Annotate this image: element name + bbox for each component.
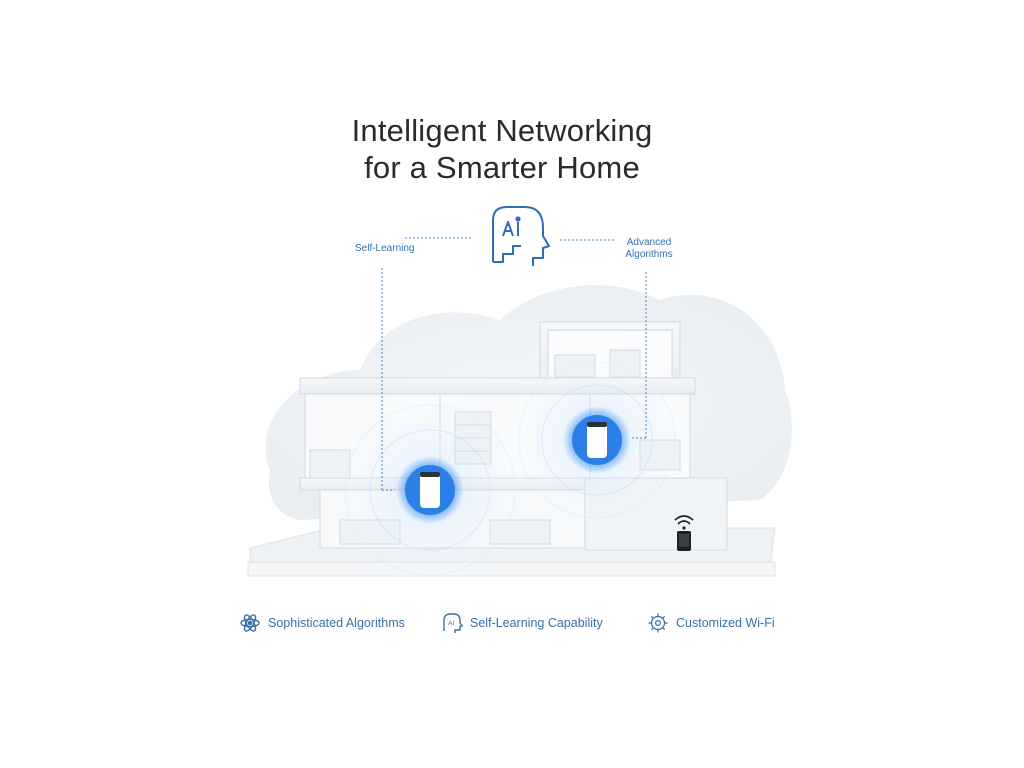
feature-bar: Sophisticated Algorithms AI Self-Learnin… [0,608,1024,638]
callout-advanced-algorithms: Advanced Algorithms [616,237,682,261]
feature-label: Self-Learning Capability [470,616,603,630]
callout-self-learning: Self-Learning [355,243,415,254]
phone-wifi-icon [674,515,694,551]
callout-advanced-line-2: Algorithms [625,249,673,260]
ai-head-icon [492,206,550,266]
router-left [396,456,464,524]
callout-lines [381,237,647,491]
feature-sophisticated-algorithms: Sophisticated Algorithms [239,608,405,638]
feature-customized-wifi: Customized Wi-Fi [647,608,775,638]
ai-chip-icon: AI [443,613,463,633]
page-title: Intelligent Networking for a Smarter Hom… [0,112,1004,186]
feature-label: Customized Wi-Fi [676,616,775,630]
title-line-2: for a Smarter Home [364,150,640,185]
ai-chip-text: AI [448,620,454,627]
gear-network-icon [648,613,668,633]
router-right [563,406,631,474]
title-line-1: Intelligent Networking [351,113,653,148]
atom-icon [240,614,260,632]
feature-self-learning-capability: AI Self-Learning Capability [441,608,603,638]
callout-advanced-line-1: Advanced [626,237,672,248]
feature-label: Sophisticated Algorithms [268,616,405,630]
